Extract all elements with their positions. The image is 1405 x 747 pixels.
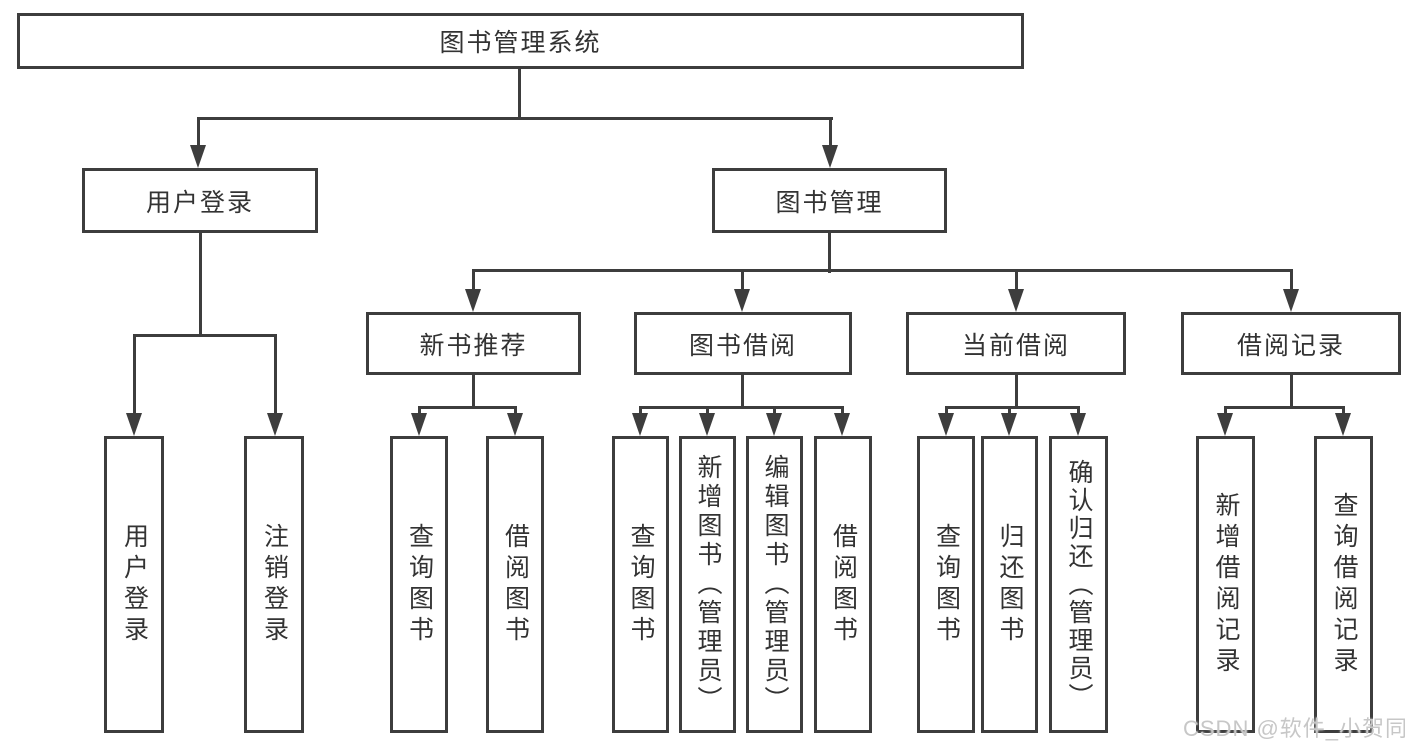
leaf-borrow-books-recommend: 借阅图书: [486, 436, 544, 733]
connector-line: [1015, 269, 1018, 291]
arrow-down-icon: [465, 289, 481, 312]
connector-line: [133, 334, 136, 414]
arrow-down-icon: [1008, 289, 1024, 312]
connector-line: [1015, 375, 1018, 409]
leaf-label: 借阅图书: [501, 522, 530, 647]
node-borrowing-records: 借阅记录: [1181, 312, 1401, 375]
arrow-down-icon: [1335, 413, 1351, 436]
leaf-edit-books-admin: 编辑图书（管理员）: [746, 436, 803, 733]
connector-line: [418, 406, 421, 416]
connector-line: [1342, 406, 1345, 416]
leaf-label: 注销登录: [260, 522, 289, 647]
node-book-management: 图书管理: [712, 168, 947, 233]
leaf-logout: 注销登录: [244, 436, 304, 733]
connector-line: [1290, 269, 1293, 291]
leaf-label: 编辑图书（管理员）: [761, 454, 789, 715]
node-label: 当前借阅: [961, 331, 1070, 360]
connector-line: [841, 406, 844, 416]
connector-line: [197, 117, 200, 147]
leaf-label: 查询图书: [405, 522, 434, 647]
leaf-user-login: 用户登录: [104, 436, 164, 733]
connector-line: [472, 269, 1293, 272]
leaf-label: 归还图书: [996, 522, 1024, 647]
connector-line: [828, 233, 831, 273]
connector-line: [1224, 406, 1344, 409]
leaf-add-borrow-record: 新增借阅记录: [1196, 436, 1255, 733]
csdn-watermark: CSDN @软件_小贺同学: [1183, 716, 1405, 741]
leaf-label: 查询图书: [627, 522, 655, 647]
leaf-borrow-books: 借阅图书: [814, 436, 872, 733]
arrow-down-icon: [822, 145, 838, 168]
leaf-confirm-return-admin: 确认归还（管理员）: [1049, 436, 1108, 733]
connector-line: [639, 406, 642, 416]
connector-line: [1224, 406, 1227, 416]
connector-line: [472, 375, 475, 409]
connector-line: [1077, 406, 1080, 416]
connector-line: [706, 406, 709, 416]
node-label: 图书管理系统: [439, 29, 602, 57]
node-library-management-system: 图书管理系统: [17, 13, 1024, 69]
node-label: 图书管理: [775, 188, 884, 217]
arrow-down-icon: [734, 289, 750, 312]
node-user-login: 用户登录: [82, 168, 318, 233]
leaf-label: 查询图书: [932, 522, 961, 647]
connector-line: [1008, 406, 1011, 416]
connector-line: [741, 375, 744, 409]
leaf-label: 查询借阅记录: [1330, 491, 1358, 678]
node-book-borrowing: 图书借阅: [634, 312, 852, 375]
connector-line: [518, 69, 521, 119]
connector-line: [741, 269, 744, 291]
arrow-down-icon: [1070, 413, 1086, 436]
arrow-down-icon: [267, 413, 283, 436]
leaf-add-books-admin: 新增图书（管理员）: [679, 436, 736, 733]
connector-line: [829, 117, 832, 147]
leaf-label: 确认归还（管理员）: [1065, 458, 1093, 711]
leaf-label: 新增图书（管理员）: [694, 454, 722, 715]
node-new-book-recommend: 新书推荐: [366, 312, 581, 375]
connector-line: [472, 269, 475, 291]
connector-line: [199, 233, 202, 337]
node-current-borrowing: 当前借阅: [906, 312, 1126, 375]
arrow-down-icon: [699, 413, 715, 436]
leaf-label: 用户登录: [120, 522, 149, 647]
arrow-down-icon: [1001, 413, 1017, 436]
connector-line: [945, 406, 1080, 409]
arrow-down-icon: [834, 413, 850, 436]
arrow-down-icon: [190, 145, 206, 168]
node-label: 用户登录: [145, 188, 254, 217]
leaf-query-books-current: 查询图书: [917, 436, 975, 733]
connector-line: [197, 117, 833, 120]
arrow-down-icon: [938, 413, 954, 436]
connector-line: [639, 406, 844, 409]
connector-line: [945, 406, 948, 416]
connector-line: [418, 406, 517, 409]
leaf-return-books: 归还图书: [981, 436, 1038, 733]
arrow-down-icon: [411, 413, 427, 436]
leaf-query-borrow-record: 查询借阅记录: [1314, 436, 1373, 733]
connector-line: [514, 406, 517, 416]
arrow-down-icon: [1217, 413, 1233, 436]
node-label: 借阅记录: [1236, 331, 1345, 360]
leaf-label: 借阅图书: [829, 522, 858, 647]
connector-line: [133, 334, 277, 337]
leaf-query-books-recommend: 查询图书: [390, 436, 448, 733]
connector-line: [1290, 375, 1293, 409]
arrow-down-icon: [507, 413, 523, 436]
connector-line: [773, 406, 776, 416]
node-label: 图书借阅: [688, 331, 797, 360]
arrow-down-icon: [1283, 289, 1299, 312]
arrow-down-icon: [632, 413, 648, 436]
connector-line: [274, 334, 277, 414]
leaf-query-books: 查询图书: [612, 436, 669, 733]
leaf-label: 新增借阅记录: [1212, 491, 1240, 678]
node-label: 新书推荐: [419, 331, 528, 360]
arrow-down-icon: [766, 413, 782, 436]
arrow-down-icon: [126, 413, 142, 436]
